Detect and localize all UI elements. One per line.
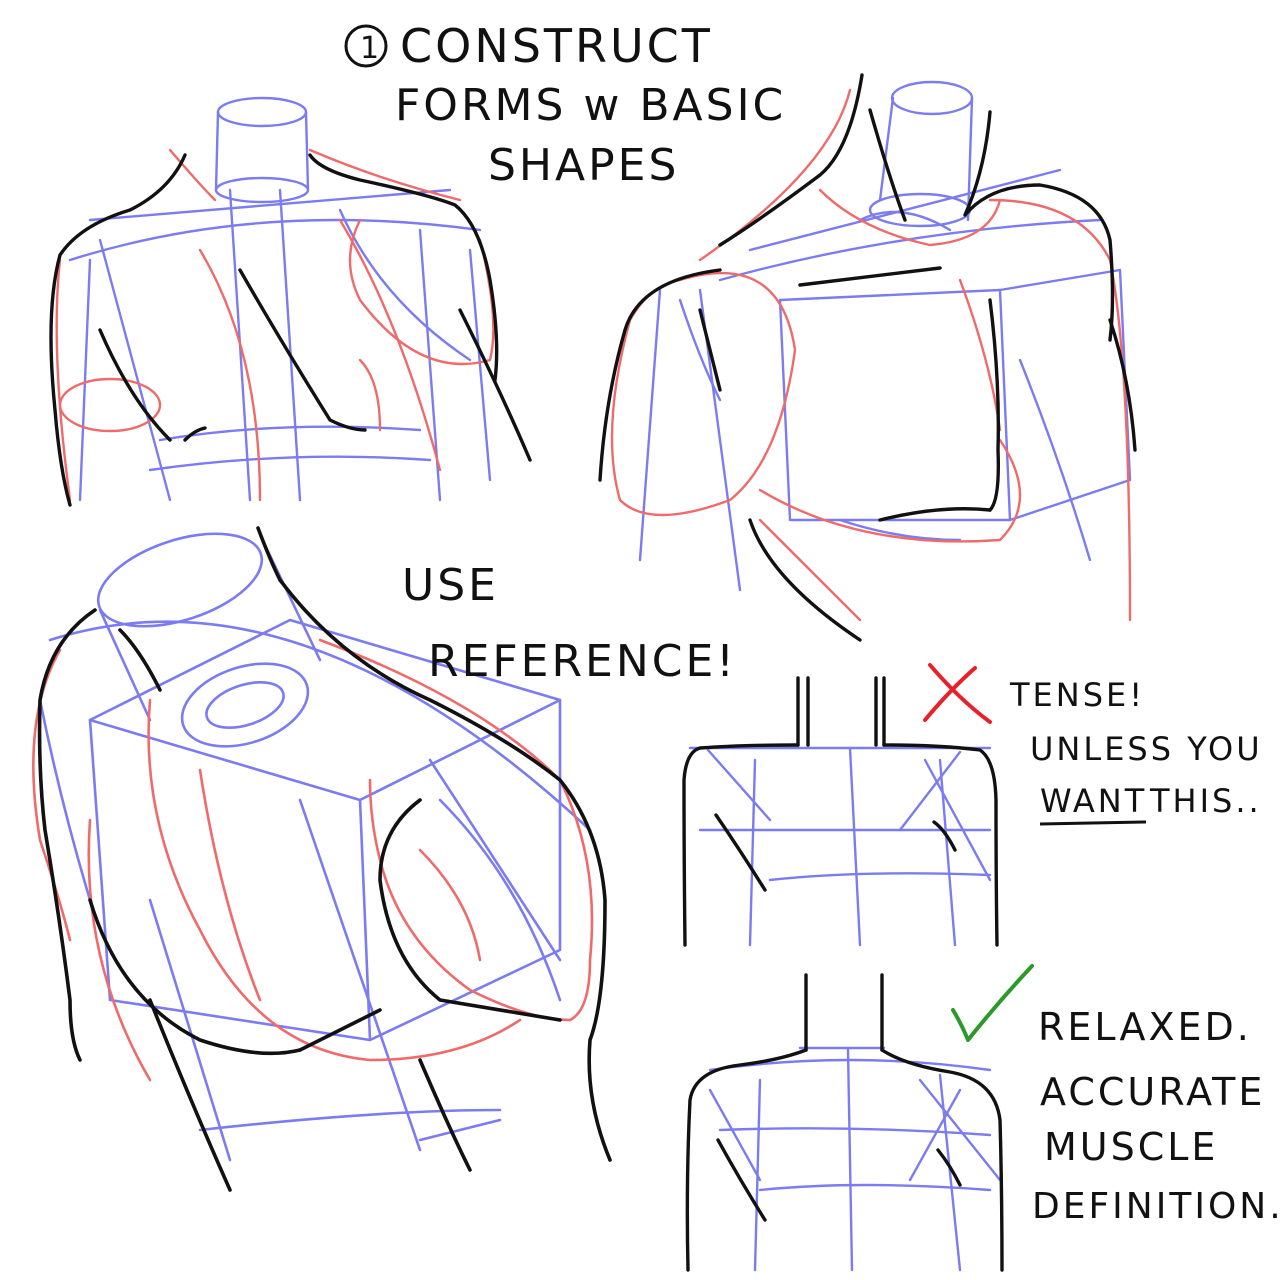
sketch-three-quarter-front-view — [598, 73, 1137, 642]
tense-note-line-1: TENSE! — [1009, 676, 1145, 714]
anatomy-lines — [32, 638, 594, 1082]
relaxed-note-line-3: MUSCLE — [1044, 1125, 1218, 1169]
title-line-3: SHAPES — [488, 140, 679, 191]
sketch-high-angle-view — [32, 526, 612, 1192]
tense-note-line-2: UNLESS YOU — [1030, 730, 1263, 768]
construction-lines — [38, 532, 592, 1162]
final-ink-lines — [598, 73, 1137, 642]
green-check-mark-icon — [951, 964, 1034, 1042]
sketch-back-view-shoulders — [49, 96, 532, 507]
construction-lines — [638, 80, 1132, 592]
relaxed-note: RELAXED. ACCURATE MUSCLE DEFINITION. — [1032, 1005, 1280, 1227]
title-block: 1 CONSTRUCT FORMS w BASIC SHAPES — [344, 19, 786, 191]
sketch-tense-shoulders — [682, 676, 999, 947]
sketch-relaxed-shoulders — [685, 973, 1004, 1272]
use-reference-line-1: USE — [402, 560, 499, 611]
red-x-mark-icon — [923, 663, 992, 724]
anatomy-lines — [55, 148, 495, 502]
construction-lines — [688, 746, 992, 947]
tense-note-emphasis: WANT — [1040, 782, 1147, 820]
emphasis-underline — [1039, 820, 1147, 826]
construction-lines — [68, 96, 492, 502]
use-reference-line-2: REFERENCE! — [428, 636, 737, 687]
relaxed-note-line-1: RELAXED. — [1038, 1005, 1252, 1049]
title-line-2: FORMS w BASIC — [395, 80, 786, 131]
final-ink-lines — [49, 153, 532, 507]
relaxed-note-line-2: ACCURATE — [1040, 1070, 1265, 1114]
tense-note: TENSE! UNLESS YOU WANT THIS.. — [1009, 676, 1263, 826]
title-line-1: CONSTRUCT — [400, 19, 713, 73]
final-ink-lines — [37, 526, 612, 1192]
step-number: 1 — [360, 31, 382, 66]
tense-note-line-3-rest: THIS.. — [1149, 782, 1262, 820]
final-ink-lines — [685, 973, 1004, 1272]
use-reference-note: USE REFERENCE! — [402, 560, 737, 687]
step-number-circle — [344, 24, 388, 68]
anatomy-lines — [610, 88, 1132, 622]
relaxed-note-line-4: DEFINITION. — [1032, 1186, 1280, 1227]
construction-lines — [708, 1046, 1002, 1272]
final-ink-lines — [682, 676, 999, 947]
